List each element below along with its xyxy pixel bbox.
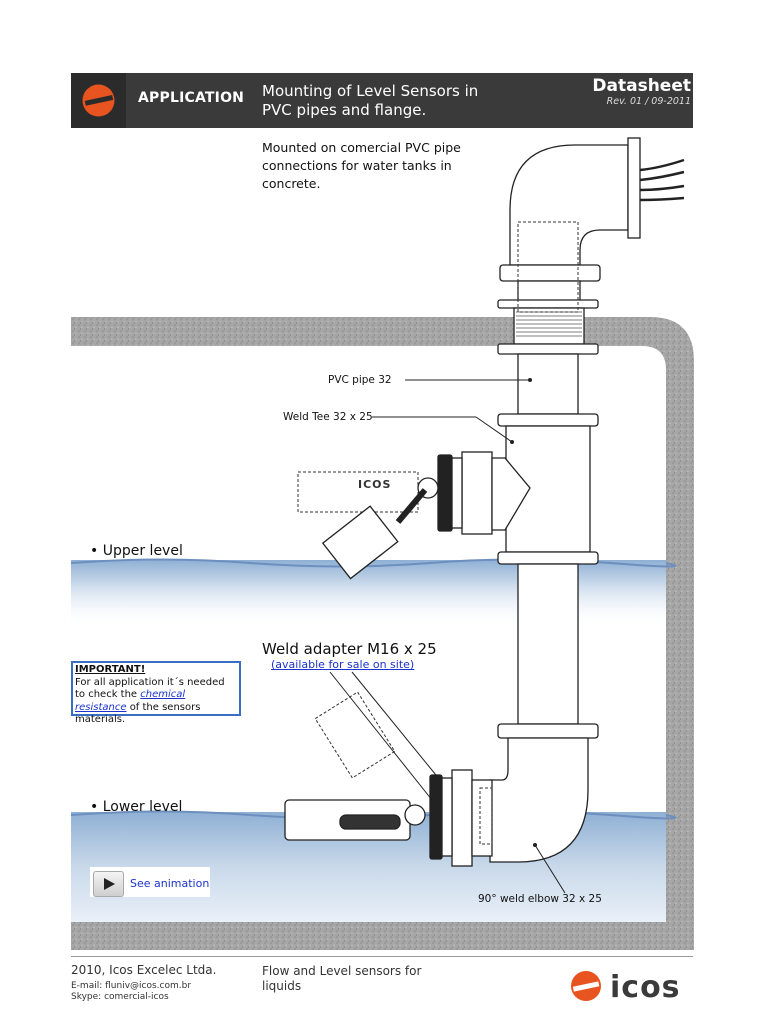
- header-logo: [71, 73, 126, 128]
- important-text-before: For all application it´s needed to check…: [75, 676, 225, 701]
- footer-logo-icon: [571, 971, 601, 1001]
- see-animation-link[interactable]: See animation: [130, 877, 210, 890]
- pvc-pipe-label: PVC pipe 32: [328, 374, 392, 386]
- intro-text: Mounted on comercial PVC pipe connection…: [262, 140, 461, 191]
- important-title: IMPORTANT!: [75, 664, 146, 675]
- important-text-after: of the sensors materials.: [75, 701, 201, 726]
- lower-level-label: • Lower level: [90, 799, 183, 815]
- revision: Rev. 01 / 09-2011: [606, 96, 691, 107]
- footer-company: 2010, Icos Excelec Ltda.: [71, 963, 217, 977]
- footer-skype: Skype: comercial-icos: [71, 992, 169, 1002]
- header-bar: [71, 73, 693, 128]
- important-notice: IMPORTANT! For all application it´s need…: [71, 661, 241, 725]
- section-label: APPLICATION: [138, 90, 245, 106]
- chemical-resistance-link[interactable]: chemical resistance: [75, 689, 186, 713]
- top-elbow: [509, 144, 629, 266]
- play-icon: [104, 878, 115, 890]
- footer-email: E-mail: fluniv@icos.com.br: [71, 981, 192, 991]
- footer-divider: [71, 956, 693, 957]
- lower-elbow: [489, 737, 589, 863]
- footer-brand: icos: [610, 970, 681, 1005]
- play-button[interactable]: [93, 871, 124, 897]
- upper-level-label: • Upper level: [90, 543, 183, 559]
- sensor-brand-label: ICOS: [358, 478, 392, 491]
- icos-logo-icon: [82, 84, 115, 117]
- footer-product: Flow and Level sensors for liquids: [262, 964, 422, 993]
- doc-type: Datasheet: [592, 76, 691, 96]
- page-title: Mounting of Level Sensors in PVC pipes a…: [262, 82, 479, 119]
- elbow-label: 90° weld elbow 32 x 25: [478, 893, 602, 905]
- weld-adapter-title: Weld adapter M16 x 25: [262, 640, 437, 658]
- weld-tee-label: Weld Tee 32 x 25: [283, 411, 373, 423]
- weld-adapter-link[interactable]: (available for sale on site): [271, 658, 415, 671]
